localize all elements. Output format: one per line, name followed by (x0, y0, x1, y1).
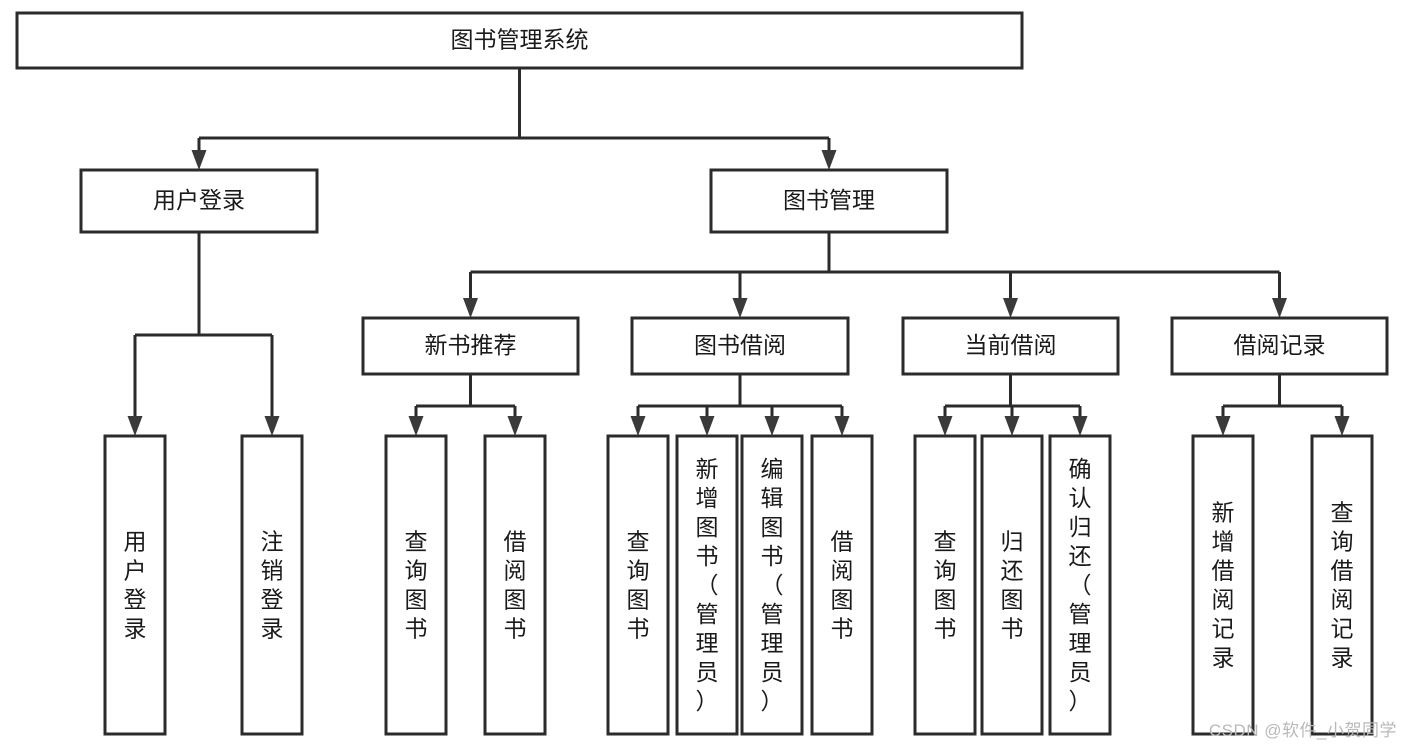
node-leaf-borrow-book[interactable]: 借阅图书 (810, 434, 874, 736)
connector-group-book-manage (463, 232, 1287, 318)
node-label-leaf-edit-book: 编辑图书（管理员） (761, 456, 784, 714)
node-label-new-book-rec: 新书推荐 (425, 332, 517, 358)
node-label-leaf-query-book-rec: 查询图书 (405, 529, 428, 642)
node-label-book-manage: 图书管理 (783, 187, 875, 213)
node-leaf-edit-book[interactable]: 编辑图书（管理员） (740, 434, 804, 736)
connector-layer (127, 68, 1350, 436)
node-box-leaf-borrow-book[interactable] (810, 434, 874, 736)
node-leaf-user-login[interactable]: 用户登录 (103, 434, 167, 736)
node-box-leaf-query-record[interactable] (1310, 434, 1374, 736)
node-label-leaf-query-record: 查询借阅记录 (1331, 500, 1354, 671)
node-layer: 图书管理系统用户登录图书管理新书推荐图书借阅当前借阅借阅记录用户登录注销登录查询… (15, 11, 1389, 736)
node-label-leaf-user-login: 用户登录 (124, 529, 147, 642)
node-box-leaf-add-record[interactable] (1191, 434, 1255, 736)
connector-group-root (191, 68, 837, 170)
node-leaf-confirm-return[interactable]: 确认归还（管理员） (1048, 434, 1112, 736)
node-box-leaf-confirm-return[interactable] (1048, 434, 1112, 736)
node-box-new-book-rec[interactable] (361, 316, 580, 376)
connector-group-user-login (127, 232, 280, 436)
node-label-current-borrow: 当前借阅 (965, 332, 1057, 358)
node-box-leaf-user-login[interactable] (103, 434, 167, 736)
node-user-login[interactable]: 用户登录 (79, 168, 319, 234)
node-label-book-borrow: 图书借阅 (694, 332, 786, 358)
node-box-current-borrow[interactable] (901, 316, 1120, 376)
node-label-leaf-logout: 注销登录 (261, 529, 284, 642)
node-label-leaf-return-book: 归还图书 (1001, 529, 1024, 642)
node-current-borrow[interactable]: 当前借阅 (901, 316, 1120, 376)
node-label-leaf-add-record: 新增借阅记录 (1212, 500, 1235, 671)
node-borrow-record[interactable]: 借阅记录 (1170, 316, 1389, 376)
connector-group-book-borrow (630, 374, 850, 436)
node-leaf-borrow-book-rec[interactable]: 借阅图书 (483, 434, 547, 736)
node-leaf-add-book[interactable]: 新增图书（管理员） (675, 434, 739, 736)
node-label-leaf-borrow-book: 借阅图书 (831, 529, 854, 642)
node-box-leaf-query-book-cur[interactable] (913, 434, 977, 736)
node-box-user-login[interactable] (79, 168, 319, 234)
node-book-manage[interactable]: 图书管理 (709, 168, 949, 234)
node-root[interactable]: 图书管理系统 (15, 11, 1024, 70)
node-label-leaf-confirm-return: 确认归还（管理员） (1069, 456, 1092, 714)
node-book-borrow[interactable]: 图书借阅 (630, 316, 850, 376)
node-leaf-query-book-rec[interactable]: 查询图书 (384, 434, 448, 736)
node-label-leaf-query-book: 查询图书 (627, 529, 650, 642)
node-label-leaf-borrow-book-rec: 借阅图书 (504, 529, 527, 642)
node-leaf-add-record[interactable]: 新增借阅记录 (1191, 434, 1255, 736)
node-new-book-rec[interactable]: 新书推荐 (361, 316, 580, 376)
connector-group-current-borrow (937, 374, 1088, 436)
watermark-label: CSDN @软件_小贺同学 (1208, 721, 1397, 740)
node-leaf-logout[interactable]: 注销登录 (240, 434, 304, 736)
node-label-leaf-query-book-cur: 查询图书 (934, 529, 957, 642)
node-label-leaf-add-book: 新增图书（管理员） (696, 456, 719, 714)
node-box-leaf-return-book[interactable] (980, 434, 1044, 736)
node-box-leaf-logout[interactable] (240, 434, 304, 736)
node-box-leaf-query-book-rec[interactable] (384, 434, 448, 736)
node-leaf-query-book[interactable]: 查询图书 (606, 434, 670, 736)
node-box-leaf-edit-book[interactable] (740, 434, 804, 736)
node-label-root: 图书管理系统 (451, 27, 589, 53)
node-box-borrow-record[interactable] (1170, 316, 1389, 376)
node-box-root[interactable] (15, 11, 1024, 70)
connector-group-borrow-record (1215, 374, 1350, 436)
node-label-user-login: 用户登录 (153, 187, 245, 213)
node-leaf-query-book-cur[interactable]: 查询图书 (913, 434, 977, 736)
node-box-leaf-add-book[interactable] (675, 434, 739, 736)
node-box-leaf-borrow-book-rec[interactable] (483, 434, 547, 736)
node-label-borrow-record: 借阅记录 (1234, 332, 1326, 358)
node-leaf-query-record[interactable]: 查询借阅记录 (1310, 434, 1374, 736)
node-box-leaf-query-book[interactable] (606, 434, 670, 736)
connector-group-new-book-rec (408, 374, 523, 436)
node-box-book-manage[interactable] (709, 168, 949, 234)
node-box-book-borrow[interactable] (630, 316, 850, 376)
node-leaf-return-book[interactable]: 归还图书 (980, 434, 1044, 736)
